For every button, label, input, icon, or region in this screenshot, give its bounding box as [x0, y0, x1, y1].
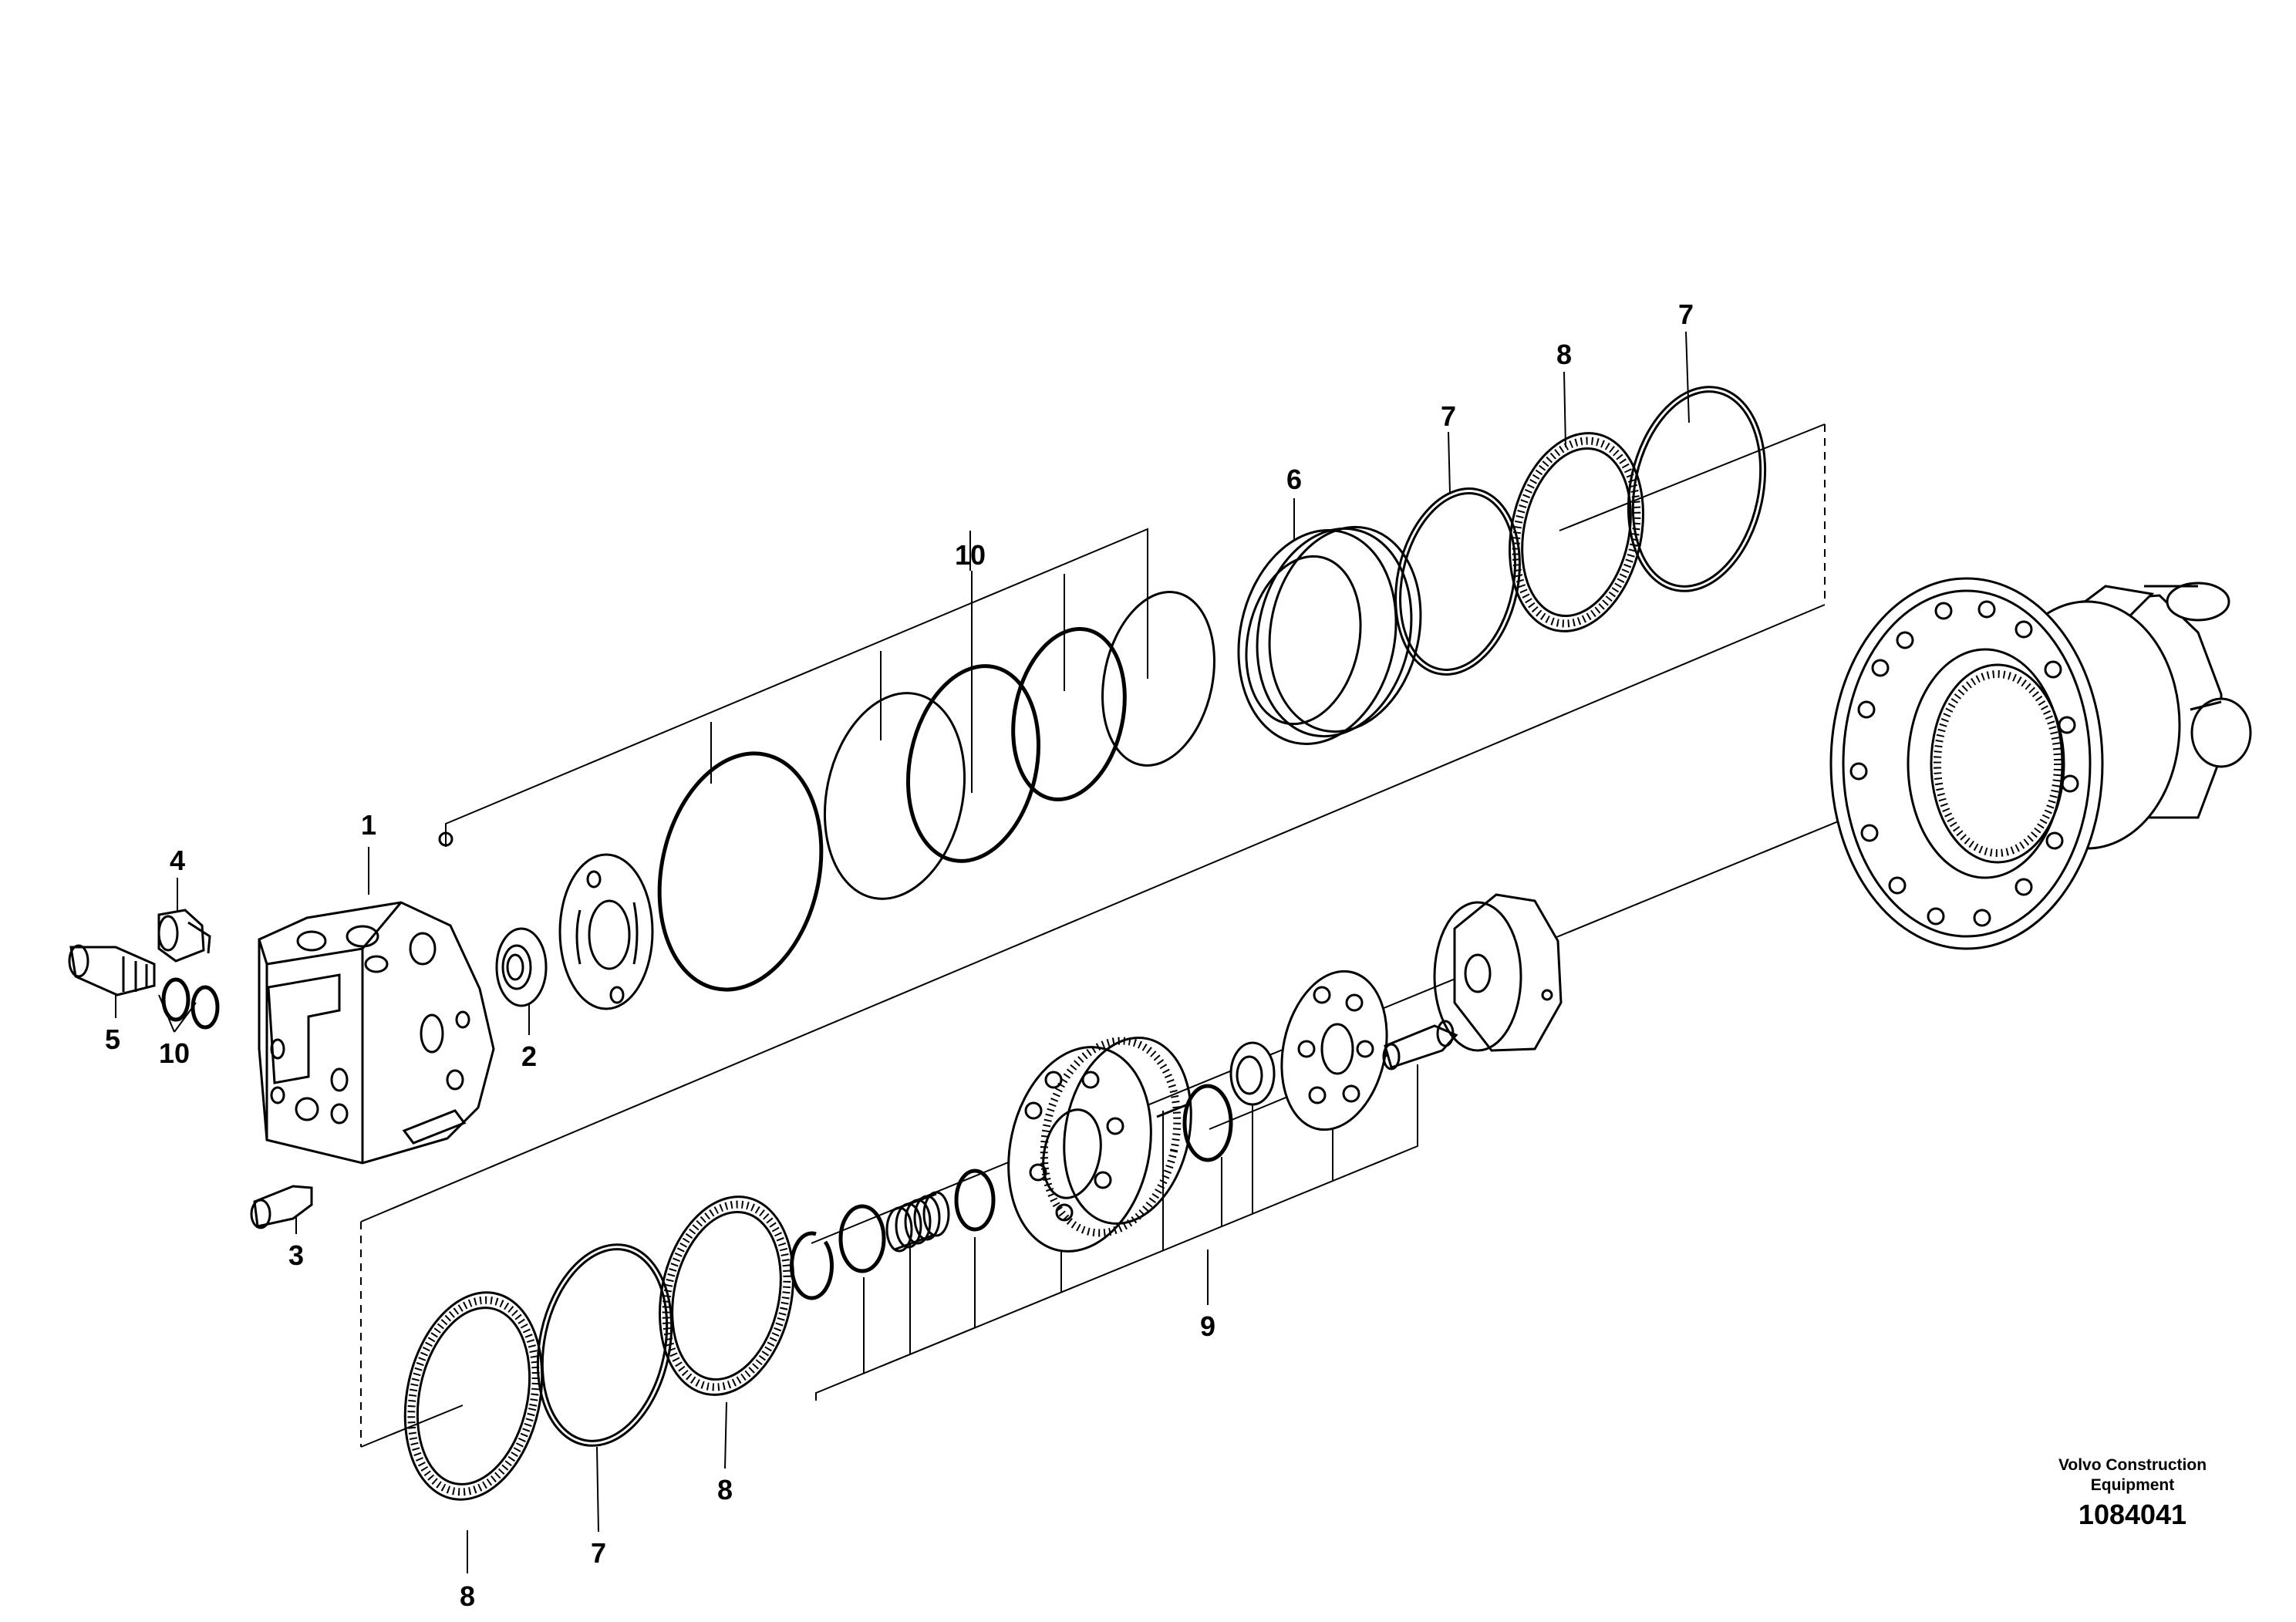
- document-number: 1084041: [2079, 1499, 2186, 1530]
- brand-line-2: Equipment: [2091, 1476, 2175, 1494]
- spring: [885, 1191, 950, 1253]
- friction-plate-8-lower-b: [659, 1195, 794, 1396]
- motor-housing-part: [258, 831, 495, 1165]
- o-ring-set-10-upper: [657, 591, 1215, 992]
- callout-1: 1: [361, 809, 376, 841]
- cylinder-block: [1007, 1037, 1192, 1253]
- callout-7-bottom: 7: [591, 1537, 606, 1569]
- bearing-2: [495, 927, 548, 1007]
- washer: [838, 1204, 886, 1273]
- retainer-plate: [1280, 969, 1388, 1131]
- plug-fitting-4: [157, 909, 211, 963]
- ball-guide-bearing: [1229, 1041, 1276, 1106]
- snap-ring: [789, 1231, 834, 1300]
- callout-5: 5: [105, 1023, 120, 1055]
- brand-block: Volvo Construction Equipment 1084041: [2058, 1456, 2207, 1530]
- piston-shoe: [1382, 1020, 1458, 1071]
- callout-6: 6: [1286, 464, 1302, 495]
- plug-fitting-5: [68, 944, 156, 996]
- brand-line-1: Volvo Construction: [2058, 1456, 2207, 1474]
- pin: [1156, 1103, 1188, 1118]
- callout-3: 3: [288, 1239, 304, 1271]
- bolt-3: [250, 1185, 313, 1229]
- callout-numbers: 1 2 3 4 5 10 10 6 7 8 7 8 7 8 9: [105, 298, 1694, 1612]
- callout-9: 9: [1200, 1310, 1215, 1342]
- friction-plate-8-lower-a: [403, 1291, 544, 1501]
- final-drive-housing: [1829, 577, 2252, 950]
- callout-8-bottom-b: 8: [717, 1474, 733, 1506]
- separator-plate-7-upper-b: [1627, 386, 1767, 592]
- valve-plate: [558, 853, 654, 1010]
- callout-7-top-a: 7: [1441, 400, 1456, 432]
- callout-10-top: 10: [955, 539, 986, 571]
- swash-plate: [1433, 893, 1563, 1052]
- ring-washer: [954, 1168, 996, 1232]
- o-rings-10-small: [161, 977, 220, 1030]
- callout-4: 4: [170, 845, 185, 876]
- callout-10-left: 10: [159, 1037, 190, 1069]
- callout-2: 2: [521, 1040, 537, 1072]
- ball-guide-9-ring: [1182, 1084, 1233, 1162]
- callout-8-top: 8: [1556, 339, 1572, 370]
- callout-7-top-b: 7: [1678, 298, 1694, 330]
- callout-8-bottom-a: 8: [460, 1580, 475, 1612]
